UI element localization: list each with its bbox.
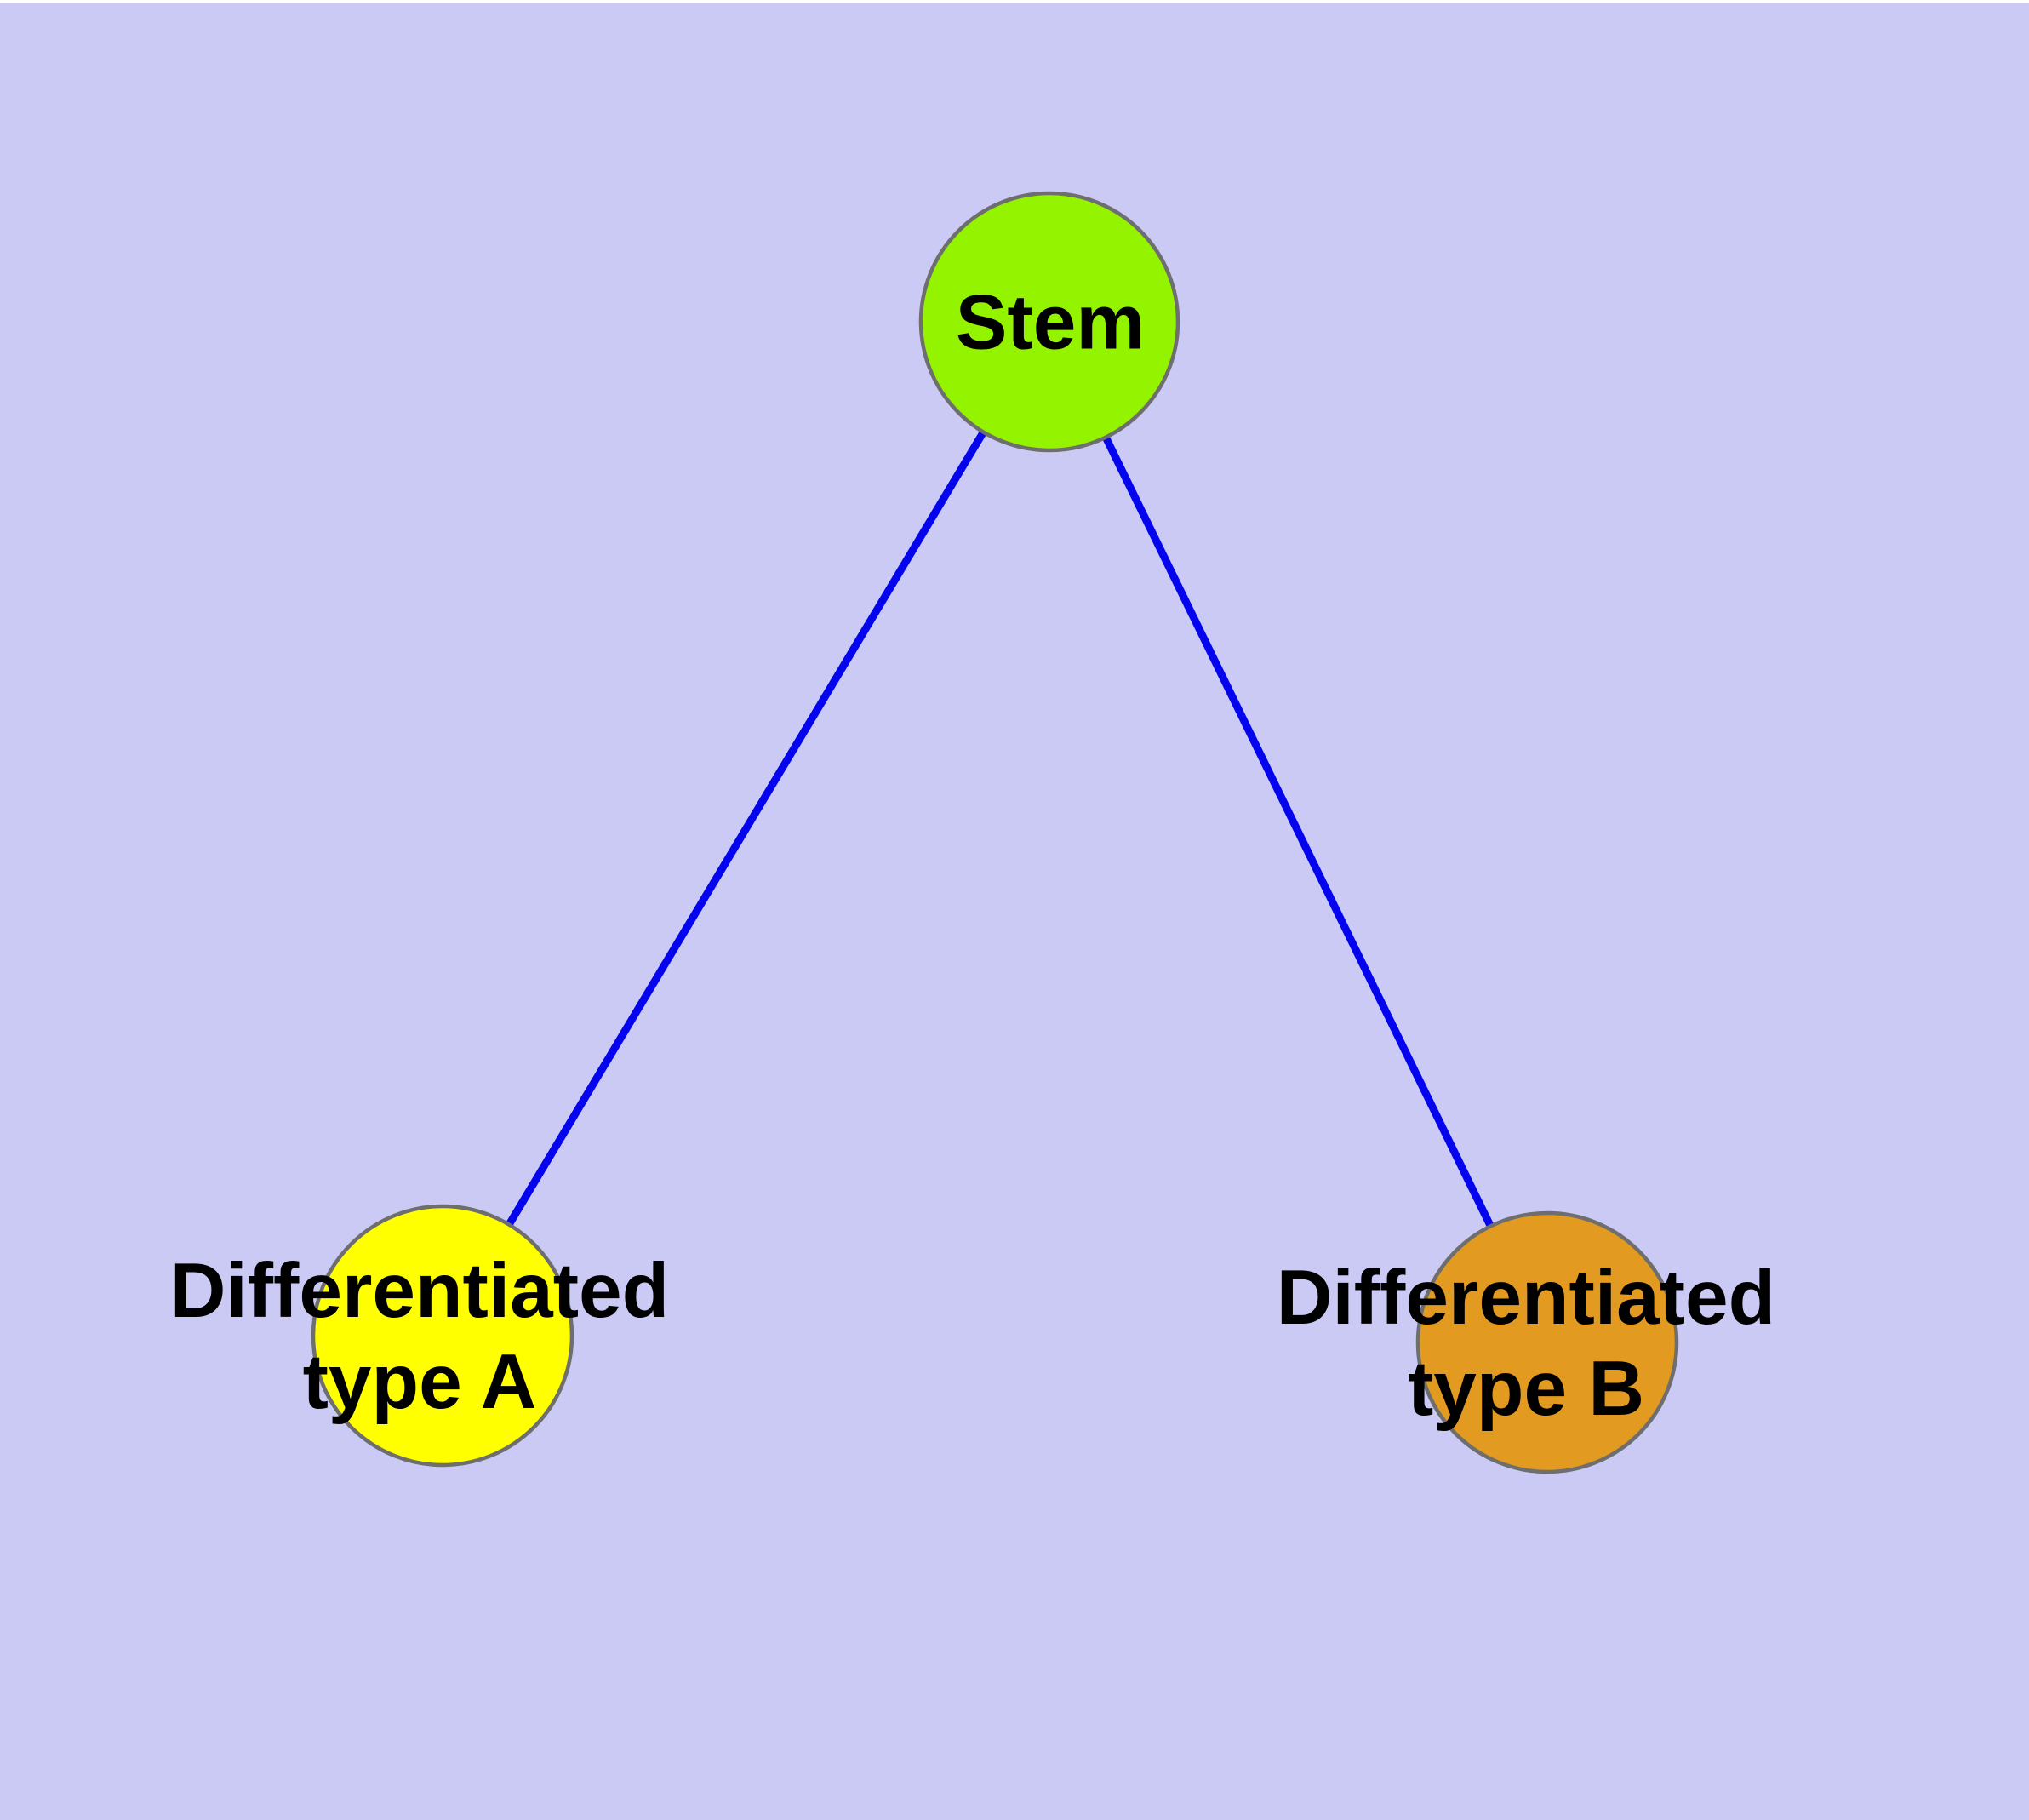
node-type-b-circle <box>1415 1210 1679 1474</box>
node-type-b-label: Differentiated type B <box>1276 1255 1776 1432</box>
node-type-a-label: Differentiated type A <box>169 1248 670 1425</box>
node-type-a-circle <box>311 1204 574 1468</box>
node-stem-circle <box>918 191 1180 453</box>
node-stem-label: Stem <box>955 279 1146 366</box>
graph-svg <box>311 191 1679 1474</box>
edge-stem-to-type-b <box>1045 320 1552 1344</box>
edge-stem-to-type-a <box>439 319 1053 1338</box>
